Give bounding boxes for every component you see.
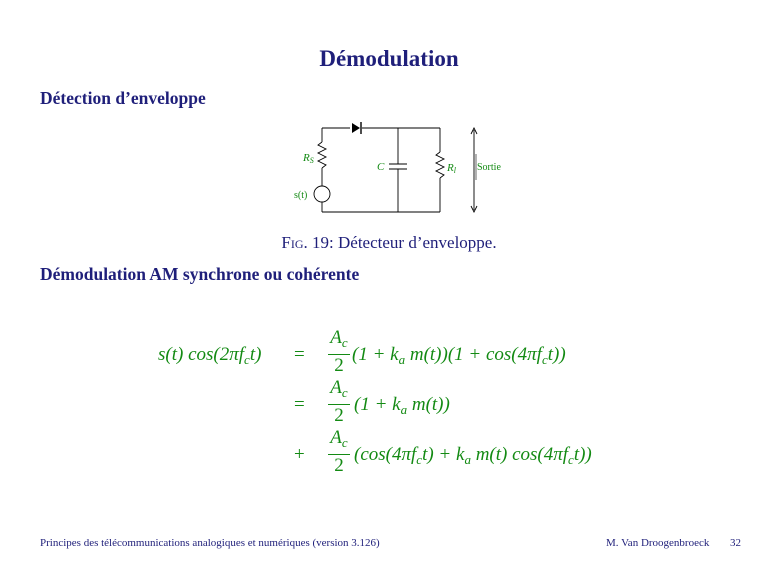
- envelope-detector-circuit: RS C Rl s(t) Sortie: [294, 122, 501, 214]
- equation-line3-rest: (cos(4πfct) + ka m(t) cos(4πfct)): [354, 444, 592, 467]
- diode: [352, 123, 360, 133]
- section-heading-synchronous-demodulation: Démodulation AM synchrone ou cohérente: [40, 264, 360, 284]
- figure-number: 19:: [312, 233, 334, 252]
- equation-line1-relation: =: [294, 344, 305, 365]
- label-source: s(t): [294, 190, 307, 201]
- equation-lhs: s(t) cos(2πfct): [158, 344, 262, 367]
- label-rl: Rl: [446, 162, 457, 175]
- figure-caption-text: Détecteur d’enveloppe.: [338, 233, 497, 252]
- equation-line2-relation: =: [294, 394, 305, 415]
- equation-line2-rest: (1 + ka m(t)): [354, 394, 450, 417]
- slide-title: Démodulation: [319, 46, 459, 71]
- resistor-rs: [316, 141, 328, 169]
- equation-line1-rest: (1 + ka m(t))(1 + cos(4πfct)): [352, 344, 566, 367]
- label-output: Sortie: [477, 162, 501, 173]
- resistor-rl: [434, 151, 446, 179]
- section-heading-envelope-detection: Détection d’enveloppe: [40, 88, 206, 108]
- footer-author: M. Van Droogenbroeck: [606, 537, 710, 549]
- footer-course-title: Principes des télécommunications analogi…: [40, 537, 380, 549]
- label-rs: RS: [302, 152, 314, 165]
- label-c: C: [377, 161, 385, 173]
- footer-page-number: 32: [730, 537, 741, 549]
- equation-line3-relation: +: [294, 444, 305, 465]
- figure-label: Fig.: [281, 233, 308, 252]
- voltage-source: [313, 185, 331, 203]
- figure-caption: Fig. 19: Détecteur d’enveloppe.: [0, 233, 778, 253]
